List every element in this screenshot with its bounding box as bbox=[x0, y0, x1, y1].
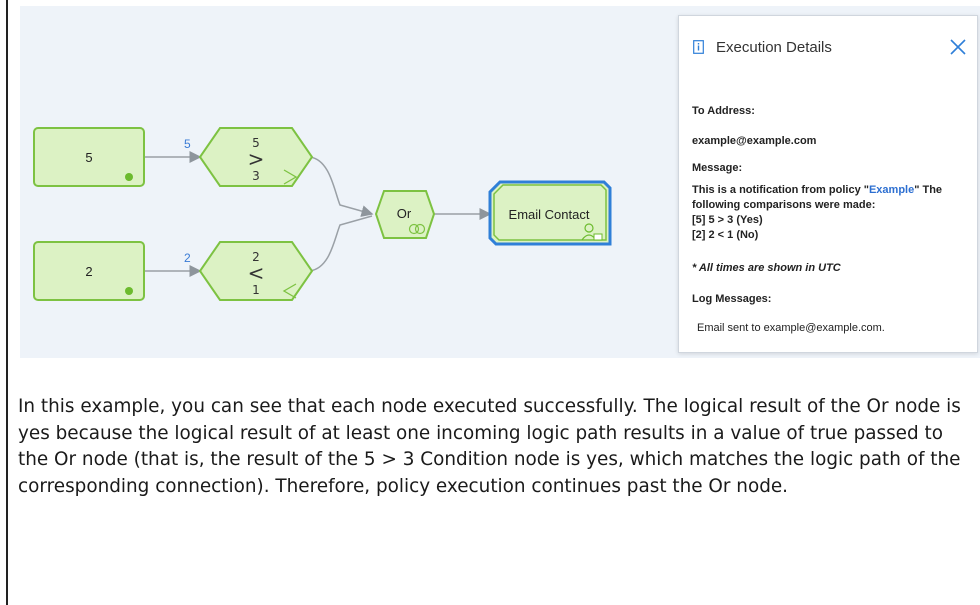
condition-a-top: 5 bbox=[252, 136, 260, 150]
input-node-5[interactable]: 5 bbox=[33, 127, 145, 187]
condition-b-bottom: 1 bbox=[252, 283, 260, 297]
message-line-1-suffix: " The bbox=[914, 184, 943, 196]
greater-than-icon bbox=[283, 169, 298, 185]
condition-b-top: 2 bbox=[252, 250, 260, 264]
or-rings-icon bbox=[408, 223, 426, 235]
utc-note: * All times are shown in UTC bbox=[692, 262, 841, 274]
condition-node-less[interactable]: 2 < 1 bbox=[198, 241, 314, 301]
explanation-paragraph: In this example, you can see that each n… bbox=[18, 396, 961, 497]
or-node[interactable]: Or bbox=[374, 190, 436, 239]
execution-details-panel: Execution Details To Address: example@ex… bbox=[678, 15, 978, 353]
edge-label-b: 2 bbox=[184, 251, 191, 265]
policy-flow-diagram: 5 2 5 2 5 > 3 2 < 1 Or bbox=[33, 127, 612, 301]
input-node-2-label: 2 bbox=[85, 264, 92, 279]
condition-node-greater[interactable]: 5 > 3 bbox=[198, 127, 314, 187]
message-line-3: [5] 5 > 3 (Yes) bbox=[692, 214, 763, 226]
panel-header: Execution Details bbox=[679, 16, 977, 78]
condition-a-operator: > bbox=[248, 147, 265, 171]
close-icon[interactable] bbox=[949, 38, 967, 56]
email-contact-label: Email Contact bbox=[509, 207, 590, 222]
to-address-value: example@example.com bbox=[692, 135, 817, 147]
email-contact-node[interactable]: Email Contact bbox=[488, 180, 612, 246]
info-document-icon bbox=[693, 40, 704, 54]
left-border bbox=[6, 0, 8, 605]
message-line-1-prefix: This is a notification from policy " bbox=[692, 184, 869, 196]
edge-cond-a-to-or bbox=[309, 156, 374, 217]
or-node-label: Or bbox=[397, 206, 412, 221]
log-message-item: Email sent to example@example.com. bbox=[697, 322, 885, 334]
message-line-1: This is a notification from policy "Exam… bbox=[692, 184, 972, 196]
status-dot-icon bbox=[125, 287, 133, 295]
policy-link[interactable]: Example bbox=[868, 184, 915, 196]
log-messages-label: Log Messages: bbox=[692, 293, 772, 305]
message-line-2: following comparisons were made: bbox=[692, 199, 876, 211]
condition-a-bottom: 3 bbox=[252, 169, 260, 183]
input-node-5-label: 5 bbox=[85, 150, 92, 165]
contact-person-icon bbox=[581, 223, 603, 241]
to-address-label: To Address: bbox=[692, 105, 755, 117]
panel-title: Execution Details bbox=[716, 38, 832, 56]
status-dot-icon bbox=[125, 173, 133, 181]
condition-b-operator: < bbox=[248, 261, 265, 285]
edge-cond-b-to-or bbox=[309, 215, 373, 272]
message-line-4: [2] 2 < 1 (No) bbox=[692, 229, 759, 241]
edge-label-a: 5 bbox=[184, 137, 191, 151]
less-than-icon bbox=[282, 283, 297, 299]
message-label: Message: bbox=[692, 162, 743, 174]
input-node-2[interactable]: 2 bbox=[33, 241, 145, 301]
